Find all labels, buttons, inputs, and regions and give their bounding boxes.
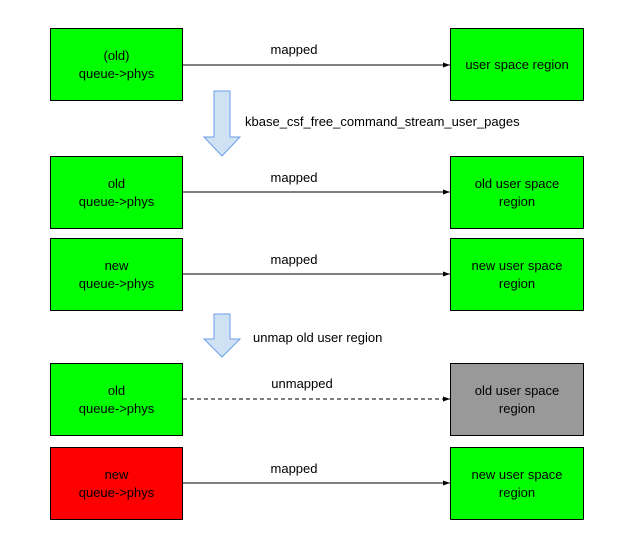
box-user-space-region: user space region — [450, 28, 584, 101]
box-new-user-space-region: new user space region — [450, 238, 584, 311]
edge-label: mapped — [270, 42, 318, 57]
box-label-line2: queue->phys — [78, 193, 155, 209]
box-old-user-space-region-unmapped: old user space region — [450, 363, 584, 436]
edge-label: mapped — [270, 170, 318, 185]
edge-label: unmapped — [271, 376, 333, 391]
box-label-line1: new — [104, 466, 129, 482]
box-old-queue-phys: (old) queue->phys — [50, 28, 183, 101]
box-label-line1: old — [107, 175, 126, 191]
box-label-line2: queue->phys — [78, 65, 155, 81]
box-label-line1: old user space — [474, 382, 560, 398]
box-label-line2: region — [498, 275, 536, 291]
step-down-arrow-1 — [202, 313, 242, 358]
box-label-line2: queue->phys — [78, 484, 155, 500]
edge-label: mapped — [270, 252, 318, 267]
box-old-queue-phys: old queue->phys — [50, 363, 183, 436]
box-new-queue-phys: new queue->phys — [50, 238, 183, 311]
step-label: unmap old user region — [253, 330, 383, 345]
box-label-line2: region — [498, 400, 536, 416]
box-label-line1: user space region — [465, 56, 569, 72]
box-label-line1: old — [107, 382, 126, 398]
step-down-arrow-0 — [202, 90, 242, 157]
box-label-line2: region — [498, 193, 536, 209]
box-old-queue-phys: old queue->phys — [50, 156, 183, 229]
box-label-line1: old user space — [474, 175, 560, 191]
box-new-queue-phys-red: new queue->phys — [50, 447, 183, 520]
box-label-line1: new user space — [471, 466, 563, 482]
edge-label: mapped — [270, 461, 318, 476]
box-new-user-space-region: new user space region — [450, 447, 584, 520]
box-old-user-space-region: old user space region — [450, 156, 584, 229]
box-label-line1: new — [104, 257, 129, 273]
step-label: kbase_csf_free_command_stream_user_pages — [245, 114, 520, 129]
box-label-line2: queue->phys — [78, 275, 155, 291]
box-label-line1: (old) — [103, 47, 130, 63]
box-label-line2: region — [498, 484, 536, 500]
box-label-line2: queue->phys — [78, 400, 155, 416]
box-label-line1: new user space — [471, 257, 563, 273]
